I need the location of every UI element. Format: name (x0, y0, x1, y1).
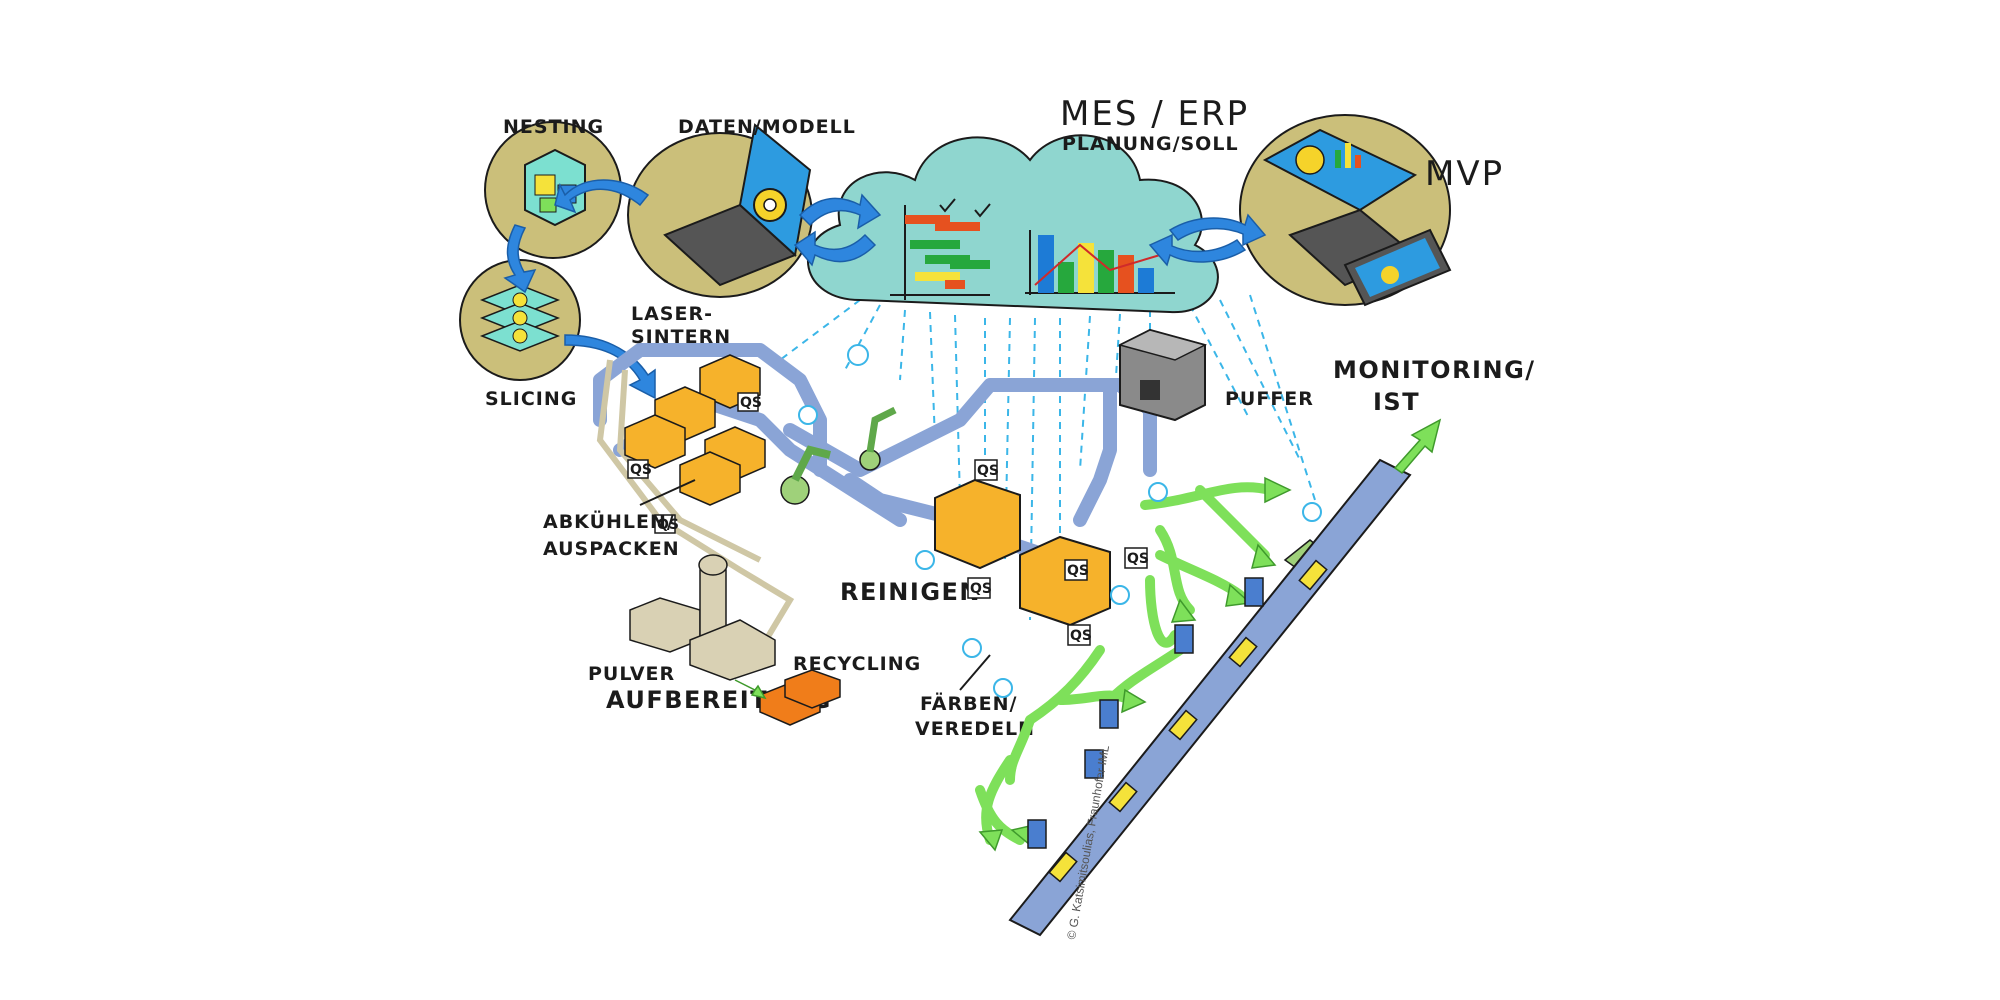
pulver-label: PULVER (588, 663, 675, 685)
conveyor-items (1048, 559, 1328, 883)
pulver-aufbereitung-unit (629, 554, 776, 681)
svg-text:QS: QS (1070, 628, 1092, 644)
daten-modell-bubble (627, 123, 813, 298)
qs-badge-6: QS (1124, 547, 1149, 569)
wifi-icons (798, 344, 1322, 698)
arrow-mvp-cloud (1148, 233, 1247, 267)
qs-badge-8: QS (1067, 624, 1092, 646)
puffer-storage (1117, 328, 1208, 422)
recycling-label: RECYCLING (793, 653, 921, 675)
wifi-icon (1302, 502, 1322, 522)
svg-text:QS: QS (630, 462, 652, 478)
wifi-icon (798, 405, 818, 425)
arrow-slicing-to-laser (564, 334, 656, 400)
faerben-label-2: VEREDELN (915, 718, 1035, 740)
wifi-icon (993, 678, 1013, 698)
nesting-label: NESTING (503, 116, 604, 138)
mvp-bubble (1239, 114, 1452, 307)
arrow-daten-to-nesting (554, 179, 650, 214)
tablet-icon (1343, 228, 1452, 307)
recycling-boxes (734, 669, 841, 726)
wifi-icon (847, 344, 869, 366)
qs-badge-5: QS (1064, 559, 1089, 581)
svg-text:QS: QS (977, 463, 999, 479)
laser-sintering-machines (624, 354, 766, 506)
qs-badge-3: QS (654, 514, 679, 534)
qs-badge-2: QS (627, 459, 652, 479)
arrow-cloud-daten (793, 230, 877, 267)
reinigen-stations (934, 478, 1111, 627)
mvp-label: MVP (1425, 154, 1504, 194)
abkuehlen-label-2: AUSPACKEN (543, 538, 680, 560)
gantt-chart-icon (890, 198, 991, 300)
arrow-cloud-mvp (1168, 213, 1267, 247)
bar-chart-icon (1025, 230, 1175, 295)
svg-text:QS: QS (1127, 551, 1149, 567)
slicing-bubble (459, 259, 581, 381)
svg-text:QS: QS (1067, 563, 1089, 579)
planung-soll-label: PLANUNG/SOLL (1062, 133, 1239, 155)
qs-badge-4: QS (974, 459, 999, 481)
wifi-icon (1148, 482, 1168, 502)
wifi-icon (1110, 585, 1130, 605)
mes-erp-label: MES / ERP (1060, 94, 1249, 134)
arrow-nesting-to-slicing (503, 224, 537, 294)
laser-label-1: LASER- (631, 303, 713, 325)
gear-icon (753, 188, 787, 222)
ist-label: IST (1373, 388, 1420, 416)
svg-text:QS: QS (740, 395, 762, 411)
puffer-label: PUFFER (1225, 388, 1314, 410)
qs-badges: QS QS QS QS QS QS QS QS (627, 392, 1149, 646)
qs-badge-1: QS (737, 392, 762, 412)
monitoring-label: MONITORING/ (1333, 356, 1536, 384)
qs-badge-7: QS (967, 577, 992, 599)
abkuehlen-label-1: ABKÜHLEN/ (543, 509, 675, 533)
slicing-label: SLICING (485, 388, 577, 410)
wifi-icon (962, 638, 982, 658)
conveyor-direction-arrow (1393, 418, 1442, 475)
wifi-icon (915, 550, 935, 570)
slicing-layers-icon (479, 284, 561, 352)
cloud-icon (806, 134, 1219, 314)
laser-label-2: SINTERN (631, 326, 731, 348)
data-flow-arrows (503, 179, 1267, 400)
svg-text:QS: QS (970, 581, 992, 597)
arrow-daten-cloud (798, 193, 882, 230)
svg-text:QS: QS (657, 517, 679, 533)
main-conveyor-belt (1008, 418, 1442, 937)
reinigen-label: REINIGEN (840, 578, 981, 606)
daten-modell-label: DATEN/MODELL (678, 116, 856, 138)
workstations (1027, 577, 1264, 849)
